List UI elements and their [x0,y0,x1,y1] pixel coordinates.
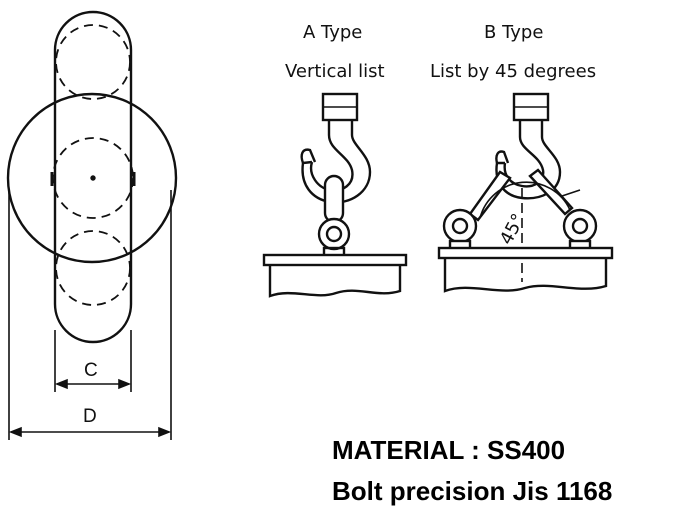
type-b-right-eye-nut [562,208,598,251]
type-b-angle-label: 45° [496,210,530,248]
dimension-c [54,378,132,390]
type-b-title: B Type [484,22,543,43]
hidden-circle-low [55,230,131,306]
shank [53,10,133,344]
type-b-left-eye-nut [442,208,478,251]
type-a-hook [300,92,372,204]
dimension-c-label: C [84,360,98,381]
outer-ring [6,92,178,264]
type-b-slings [468,168,574,222]
type-a-title: A Type [303,22,362,43]
dimension-d-label: D [83,406,97,427]
type-a-subtitle: Vertical list [285,61,385,82]
material-line-1: MATERIAL : SS400 [332,435,565,465]
type-b-angle-indicator [479,181,581,282]
type-a-load-plate [262,253,408,298]
material-line-2: Bolt precision Jis 1168 [332,476,612,506]
type-b-load-plate [437,246,614,293]
type-b-subtitle: List by 45 degrees [430,61,596,82]
eye-nut-front-view [6,10,178,344]
dimension-d [8,426,172,438]
hidden-circle-top [55,24,131,100]
dimension-extension-lines [8,190,172,440]
